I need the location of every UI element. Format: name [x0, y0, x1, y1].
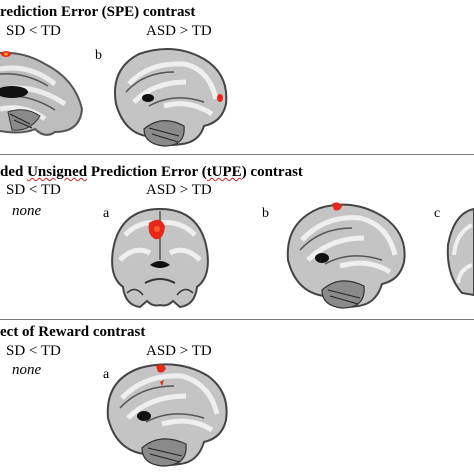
figure-letter-c: c	[434, 206, 441, 221]
brain-sagittal-b-image	[114, 48, 228, 147]
figure-letter-a: a	[103, 367, 110, 382]
panel-title: ded Unsigned Prediction Error (tUPE) con…	[0, 164, 303, 180]
col-label-asd-gt-td: ASD > TD	[146, 343, 212, 359]
col-label-asd-gt-td: ASD > TD	[146, 23, 212, 39]
panel-spe: rediction Error (SPE) contrast SD < TD A…	[0, 0, 474, 155]
col-label-asd-lt-td: SD < TD	[6, 343, 61, 359]
col-label-asd-gt-td: ASD > TD	[146, 182, 212, 198]
brain-sagittal-left-image	[0, 51, 84, 136]
brain-sagittal-c-image	[446, 207, 474, 297]
col-label-asd-lt-td: SD < TD	[6, 23, 61, 39]
panel-tupe: ded Unsigned Prediction Error (tUPE) con…	[0, 155, 474, 320]
panel-reward: ect of Reward contrast SD < TD ASD > TD …	[0, 320, 474, 474]
panel-title: rediction Error (SPE) contrast	[0, 4, 196, 20]
none-label: none	[12, 362, 42, 378]
figure-letter-b: b	[95, 48, 102, 63]
col-label-asd-lt-td: SD < TD	[6, 182, 61, 198]
figure-letter-a: a	[103, 206, 110, 221]
brain-sagittal-reward-image	[106, 363, 228, 467]
figure-letter-b: b	[262, 206, 269, 221]
brain-sagittal-b-image	[286, 202, 406, 309]
panel-title: ect of Reward contrast	[0, 324, 146, 340]
none-label: none	[12, 203, 42, 219]
brain-coronal-a-image	[111, 207, 209, 309]
